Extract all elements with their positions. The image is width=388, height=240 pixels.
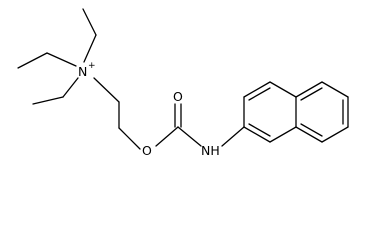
bond-carbonyl-c-nh: [177, 126, 202, 147]
bond-ring-b-1: [295, 81, 323, 98]
bond-ring-a-5: [269, 126, 297, 143]
bond-ring-a-6: [243, 126, 271, 143]
bond-ring-b-2: [321, 81, 349, 98]
bond-n-linker-ch2: [93, 77, 120, 103]
atom-label-carbonyl-oxygen: O: [173, 89, 183, 104]
bond-ethyl3-ch2-ch3: [32, 96, 64, 105]
bond-o-carbonyl-c: [155, 126, 179, 147]
bond-nh-naphthyl: [221, 126, 245, 147]
bond-ring-a-inner-2: [248, 123, 271, 137]
bond-n-ethyl1-ch2: [83, 34, 97, 63]
atom-label-nitrogen: N: [78, 64, 87, 79]
structure-canvas: N + O O NH: [17, 8, 349, 158]
bond-ring-a-2: [243, 81, 271, 98]
bond-linker-ch2-o: [118, 127, 141, 150]
bond-n-ethyl3-ch2: [62, 77, 79, 98]
molecule-structure: N + O O NH: [17, 8, 349, 158]
bond-ring-b-4: [321, 126, 349, 143]
bond-ring-a-3: [269, 81, 297, 98]
bond-n-ethyl2-ch2: [46, 52, 77, 67]
bond-ring-b-5: [295, 126, 323, 143]
bond-ring-b-inner-3: [300, 123, 323, 137]
bond-ethyl1-ch2-ch3: [82, 8, 97, 36]
bond-ring-b-inner-1: [300, 87, 323, 101]
atom-label-ester-oxygen: O: [142, 143, 152, 158]
atom-charge-nitrogen: +: [88, 61, 96, 71]
bond-ring-a-inner-1: [248, 87, 271, 101]
atom-label-amide-nh: NH: [201, 143, 220, 158]
bond-ethyl2-ch2-ch3: [17, 52, 48, 69]
